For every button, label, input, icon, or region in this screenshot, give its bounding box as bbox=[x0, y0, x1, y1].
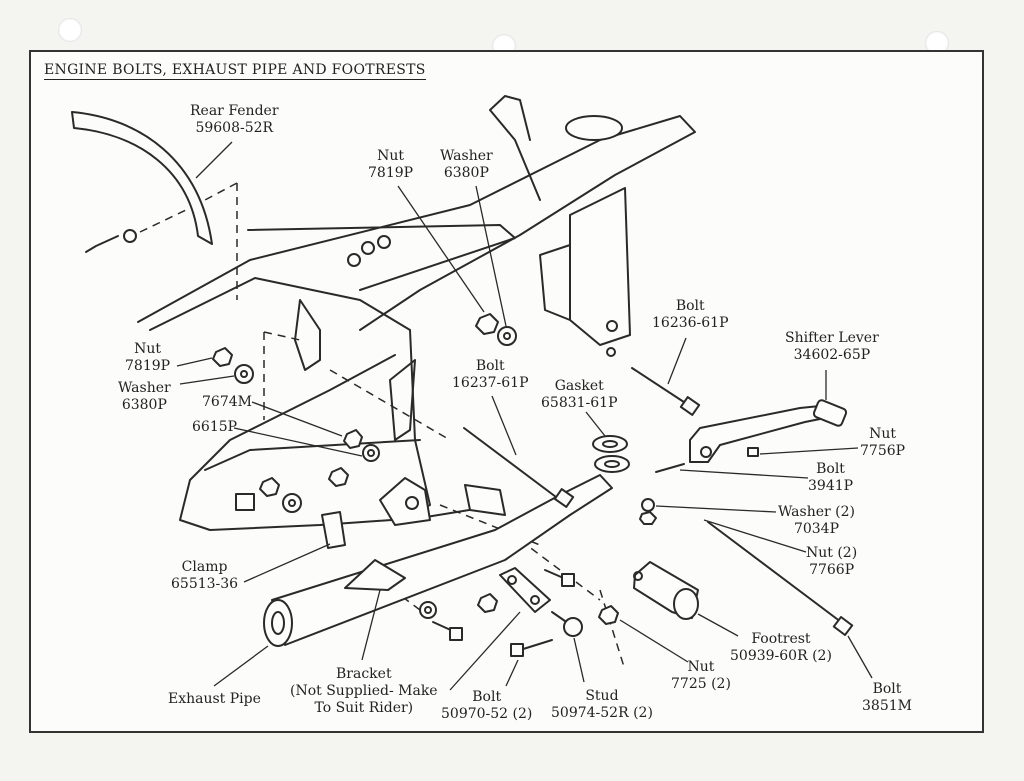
label-bolt-3851-part: 3851M bbox=[862, 698, 912, 714]
label-exhaust-pipe: Exhaust Pipe bbox=[168, 691, 261, 708]
label-washer-top-part: 6380P bbox=[443, 165, 489, 181]
label-rear-fender: Rear Fender 59608-52R bbox=[190, 103, 279, 137]
label-nut-7756-part: 7756P bbox=[860, 443, 906, 459]
pipe-flange-drawing bbox=[464, 484, 506, 516]
label-washer-left: Washer 6380P bbox=[118, 380, 171, 414]
fender-bolt-drawing bbox=[85, 235, 119, 253]
gasket-drawing bbox=[592, 435, 628, 453]
label-nut-left: Nut 7819P bbox=[125, 341, 170, 375]
bolt-3851m-drawing bbox=[707, 521, 846, 626]
clamp-drawing bbox=[321, 511, 346, 549]
label-bolt-16237: Bolt 16237-61P bbox=[452, 358, 529, 392]
label-nut-7766-name: Nut (2) bbox=[806, 545, 858, 561]
label-nut-top-name: Nut bbox=[377, 148, 404, 164]
label-nut-7725: Nut 7725 (2) bbox=[671, 659, 731, 693]
label-bolt-16237-part: 16237-61P bbox=[452, 375, 529, 391]
label-gasket: Gasket 65831-61P bbox=[541, 378, 618, 412]
label-bolt-3851: Bolt 3851M bbox=[862, 681, 912, 715]
label-bolt-50970-part: 50970-52 (2) bbox=[441, 706, 533, 722]
label-stud-name: Stud bbox=[585, 688, 619, 704]
shifter-lever-drawing bbox=[689, 405, 826, 463]
bolt-50970-drawing bbox=[519, 639, 553, 651]
label-exhaust-pipe-name: Exhaust Pipe bbox=[168, 691, 261, 707]
front-mount-drawing bbox=[379, 477, 431, 526]
label-shifter-lever: Shifter Lever 34602-65P bbox=[785, 330, 879, 364]
punch-hole-left bbox=[58, 18, 82, 42]
label-clamp-name: Clamp bbox=[181, 559, 228, 575]
nuts-and-washers-drawing bbox=[212, 235, 657, 625]
bolt-16237-drawing bbox=[463, 427, 561, 501]
label-bolt-3941-part: 3941P bbox=[808, 478, 854, 494]
fender-washer-drawing bbox=[123, 229, 137, 243]
frame-lug-drawing bbox=[235, 493, 255, 511]
label-nut-top-part: 7819P bbox=[368, 165, 414, 181]
label-bolt-16236-part: 16236-61P bbox=[652, 315, 729, 331]
label-shifter-lever-part: 34602-65P bbox=[793, 347, 871, 363]
label-nut-7756-name: Nut bbox=[869, 426, 896, 442]
footrest-mount-drawing bbox=[499, 567, 551, 613]
label-footrest-part: 50939-60R (2) bbox=[730, 648, 832, 664]
leader-lines bbox=[176, 141, 873, 691]
label-7674m: 7674M bbox=[202, 394, 252, 411]
label-nut-7766: Nut (2) 7766P bbox=[806, 545, 857, 579]
label-bolt-16236: Bolt 16236-61P bbox=[652, 298, 729, 332]
label-bolt-3851-name: Bolt bbox=[872, 681, 902, 697]
label-nut-left-name: Nut bbox=[134, 341, 161, 357]
label-bolt-3941: Bolt 3941P bbox=[808, 461, 853, 495]
label-nut-7766-part: 7766P bbox=[809, 562, 855, 578]
label-bolt-50970-name: Bolt bbox=[472, 689, 502, 705]
label-rear-fender-name: Rear Fender bbox=[190, 103, 279, 119]
label-clamp: Clamp 65513-36 bbox=[171, 559, 238, 593]
label-bolt-3941-name: Bolt bbox=[816, 461, 845, 477]
exhaust-pipe-drawing bbox=[271, 474, 613, 646]
label-nut-left-part: 7819P bbox=[125, 358, 171, 374]
bolt-16236-drawing bbox=[631, 367, 691, 407]
label-footrest-name: Footrest bbox=[751, 631, 811, 647]
label-bracket-line2: (Not Supplied- Make bbox=[290, 683, 438, 699]
label-bolt-50970: Bolt 50970-52 (2) bbox=[441, 689, 532, 723]
rear-fender-drawing bbox=[71, 111, 213, 245]
bracket-drawing bbox=[344, 559, 406, 591]
label-washer-7034-name: Washer (2) bbox=[778, 504, 855, 520]
label-nut-7756: Nut 7756P bbox=[860, 426, 905, 460]
label-bracket-line3: To Suit Rider) bbox=[314, 700, 414, 716]
label-6615p: 6615P bbox=[192, 419, 237, 436]
label-stud-part: 50974-52R (2) bbox=[551, 705, 653, 721]
label-bracket-name: Bracket bbox=[336, 666, 392, 682]
label-washer-left-part: 6380P bbox=[121, 397, 167, 413]
label-washer-7034: Washer (2) 7034P bbox=[778, 504, 855, 538]
label-nut-7725-name: Nut bbox=[687, 659, 715, 675]
label-bolt-16237-name: Bolt bbox=[475, 358, 505, 374]
label-nut-7725-part: 7725 (2) bbox=[671, 676, 731, 692]
label-clamp-part: 65513-36 bbox=[171, 576, 239, 592]
label-7674m-part: 7674M bbox=[202, 394, 252, 410]
label-bracket: Bracket (Not Supplied- Make To Suit Ride… bbox=[290, 666, 438, 717]
frame-drawing bbox=[137, 115, 696, 331]
frame-cap-drawing bbox=[565, 115, 623, 141]
label-bolt-16236-name: Bolt bbox=[675, 298, 705, 314]
label-stud: Stud 50974-52R (2) bbox=[551, 688, 653, 722]
label-gasket-name: Gasket bbox=[554, 378, 604, 394]
label-nut-top: Nut 7819P bbox=[368, 148, 413, 182]
label-gasket-part: 65831-61P bbox=[541, 395, 618, 411]
label-washer-top: Washer 6380P bbox=[440, 148, 493, 182]
label-rear-fender-part: 59608-52R bbox=[195, 120, 274, 136]
frame-plate-drawing bbox=[569, 187, 631, 346]
label-washer-left-name: Washer bbox=[118, 380, 171, 396]
diagram-frame bbox=[29, 50, 984, 733]
label-shifter-lever-name: Shifter Lever bbox=[785, 330, 879, 346]
label-washer-7034-part: 7034P bbox=[793, 521, 840, 537]
label-footrest: Footrest 50939-60R (2) bbox=[730, 631, 832, 665]
label-washer-top-name: Washer bbox=[440, 148, 493, 164]
diagram-title: ENGINE BOLTS, EXHAUST PIPE AND FOOTRESTS bbox=[44, 62, 426, 80]
label-6615p-part: 6615P bbox=[192, 419, 238, 435]
